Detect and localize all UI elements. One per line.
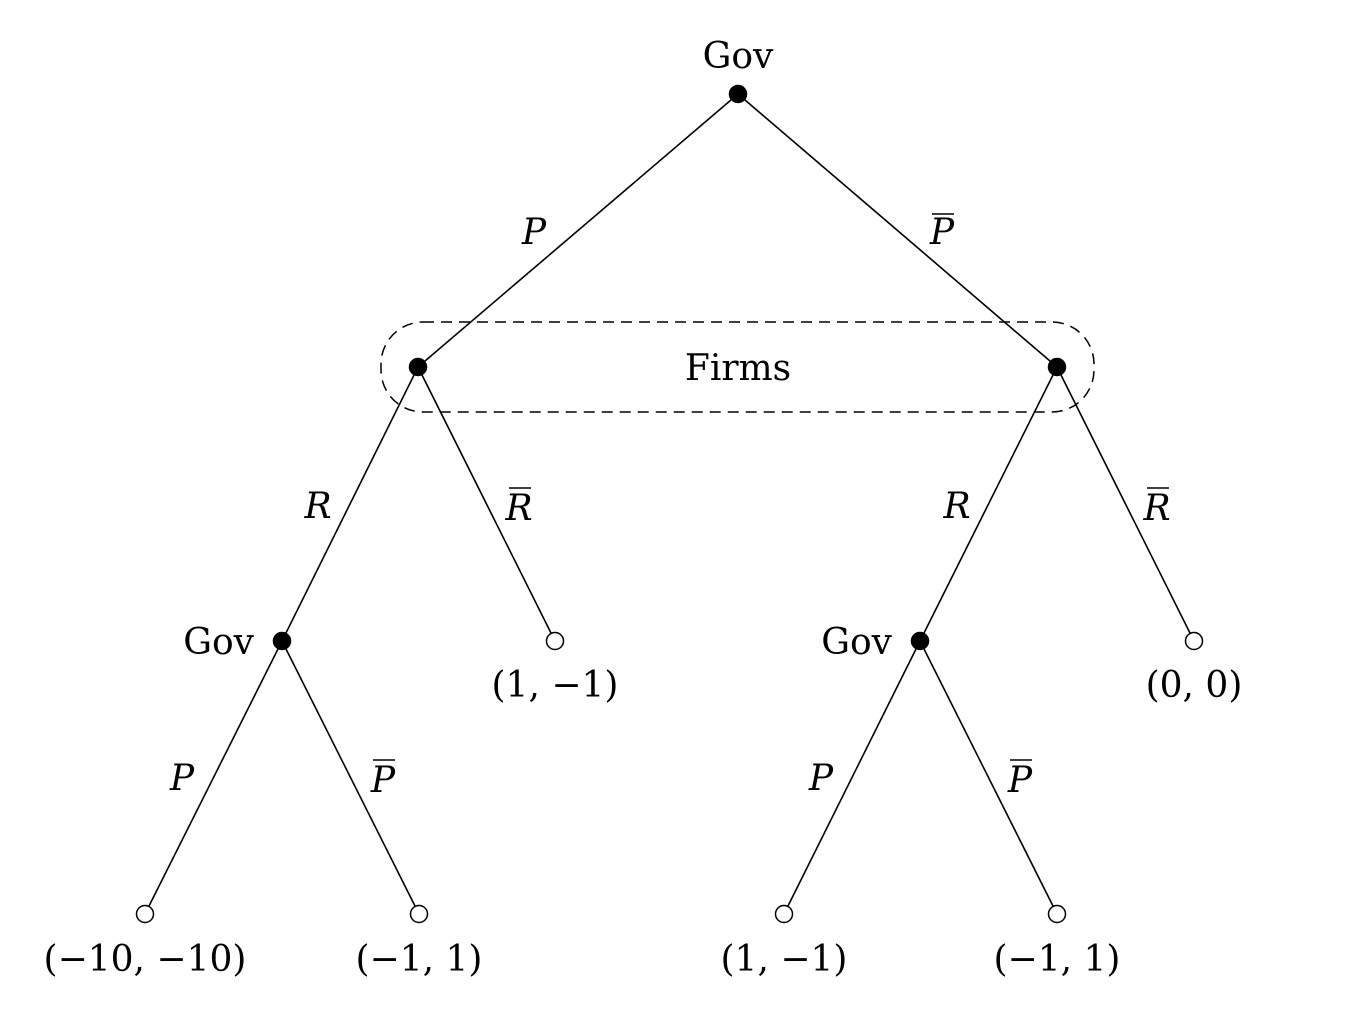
edge-gov-left-to-terminal-1 — [144, 640, 283, 915]
action-label-gov-left-P: P — [169, 758, 195, 799]
player-label-firms: Firms — [685, 348, 791, 389]
decision-node-gov-right — [910, 631, 930, 651]
action-label-gov-right-Pbar: P — [1007, 760, 1033, 801]
player-label-gov-right: Gov — [821, 622, 892, 663]
decision-node-firm-right — [1047, 357, 1067, 377]
action-label-root-left: P — [521, 212, 547, 253]
edge-gov-left-to-terminal-2 — [281, 640, 420, 915]
edge-root-to-firm-left — [417, 93, 739, 368]
edge-gov-right-to-terminal-1 — [783, 640, 921, 915]
payoff-label: (−10, −10) — [44, 939, 247, 980]
decision-node-firm-left — [408, 357, 428, 377]
action-label-firm-left-R: R — [303, 486, 331, 527]
action-label-firm-right-Rbar: R — [1142, 488, 1170, 529]
action-label-gov-left-Pbar: P — [370, 760, 396, 801]
terminal-node — [135, 904, 155, 924]
action-label-firm-left-Rbar: R — [504, 488, 532, 529]
action-label-root-right: P — [929, 212, 955, 253]
action-label-firm-right-R: R — [942, 486, 970, 527]
payoff-label: (−1, 1) — [356, 939, 483, 980]
edge-firm-left-to-terminal — [417, 366, 556, 642]
terminal-node — [1047, 904, 1067, 924]
decision-node-root — [728, 84, 748, 104]
decision-node-gov-left — [272, 631, 292, 651]
edge-firm-left-to-gov-left — [281, 366, 419, 642]
payoff-label: (1, −1) — [492, 665, 619, 706]
player-label-gov-left: Gov — [183, 622, 254, 663]
edge-root-to-firm-right — [737, 93, 1058, 368]
edge-firm-right-to-gov-right — [919, 366, 1058, 642]
action-label-gov-right-P: P — [808, 758, 834, 799]
payoff-label: (−1, 1) — [994, 939, 1121, 980]
edge-gov-right-to-terminal-2 — [919, 640, 1058, 915]
information-set-firms — [380, 321, 1095, 413]
edge-firm-right-to-terminal — [1056, 366, 1195, 642]
terminal-node — [409, 904, 429, 924]
payoff-label: (1, −1) — [721, 939, 848, 980]
payoff-label: (0, 0) — [1146, 665, 1243, 706]
terminal-node — [545, 631, 565, 651]
player-label-root: Gov — [703, 36, 774, 77]
terminal-node — [1184, 631, 1204, 651]
terminal-node — [774, 904, 794, 924]
